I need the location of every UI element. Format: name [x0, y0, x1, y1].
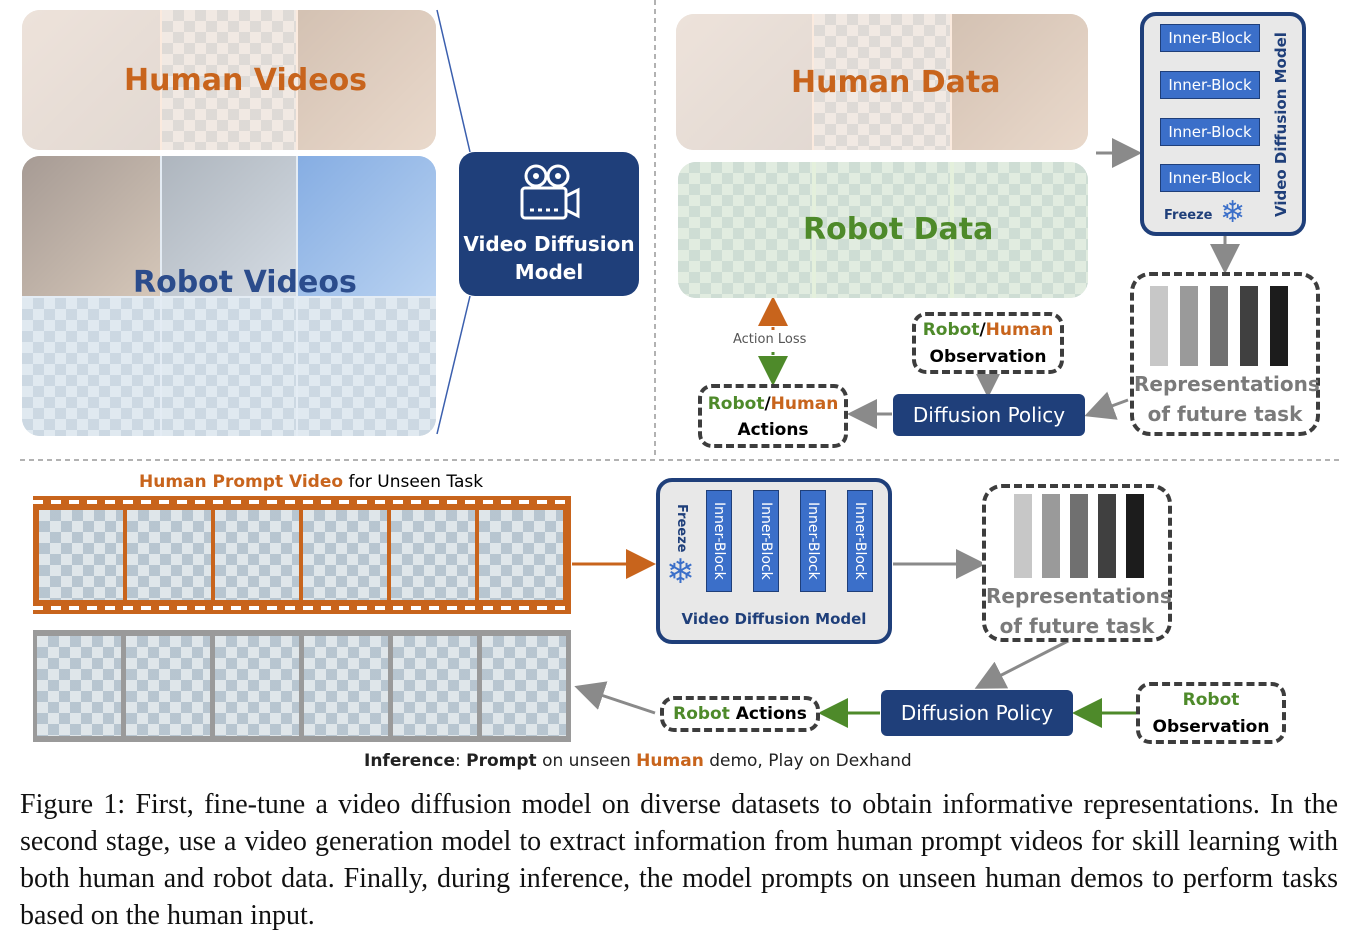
inference-caption: Inference: Prompt on unseen Human demo, … — [364, 751, 912, 771]
inference-human: Human — [636, 751, 704, 771]
robot-frame — [304, 636, 388, 736]
observation-sep: / — [979, 320, 986, 340]
representation-bar — [1098, 494, 1116, 578]
representation-bar — [1126, 494, 1144, 578]
observation-box-top: Robot/Human Observation — [912, 312, 1064, 374]
representations-box-top: Representations of future task — [1130, 272, 1320, 436]
vdm-label-line2: Model — [514, 260, 584, 284]
inner-block: Inner-Block — [847, 490, 873, 592]
inner-block: Inner-Block — [1160, 164, 1260, 192]
robot-frame — [126, 636, 210, 736]
actions-human: Human — [770, 394, 839, 414]
freeze-label: Freeze — [1164, 208, 1213, 223]
snowflake-icon: ❄ — [666, 552, 695, 592]
robot-observation-box: Robot Observation — [1136, 682, 1286, 744]
robot-frame — [393, 636, 477, 736]
inner-block: Inner-Block — [1160, 24, 1260, 52]
prompt-frame — [215, 510, 299, 600]
inner-block: Inner-Block — [1160, 118, 1260, 146]
actions-robot: Robot — [707, 394, 765, 414]
representations-box-bottom: Representations of future task — [982, 484, 1172, 642]
robot-execution-filmstrip — [33, 630, 571, 742]
prompt-title-highlight: Human Prompt Video — [139, 472, 344, 492]
human-prompt-filmstrip — [33, 496, 571, 614]
representations-line1: Representations — [1134, 372, 1320, 396]
vdm-vertical-label: Video Diffusion Model — [1272, 32, 1290, 218]
prompt-video-title: Human Prompt Video for Unseen Task — [139, 472, 483, 492]
robot-videos-label: Robot Videos — [133, 265, 357, 300]
human-videos-label: Human Videos — [124, 63, 368, 98]
robot-actions-box: Robot Actions — [660, 696, 820, 732]
video-diffusion-model-box: Video Diffusion Model — [459, 152, 639, 296]
prompt-frame — [303, 510, 387, 600]
robot-frame — [37, 636, 121, 736]
representations-line2-bottom: of future task — [999, 614, 1155, 638]
inference-label: Inference — [364, 751, 455, 771]
figure-caption: Figure 1: First, fine-tune a video diffu… — [20, 789, 1338, 931]
vdm-label-bottom: Video Diffusion Model — [681, 610, 867, 628]
representation-bar — [1042, 494, 1060, 578]
robot-actions-rest: Actions — [729, 704, 807, 724]
observation-human: Human — [985, 320, 1054, 340]
snowflake-icon: ❄ — [1220, 195, 1246, 230]
freeze-label-bottom: Freeze — [674, 504, 689, 553]
robot-frame — [482, 636, 566, 736]
human-data-label: Human Data — [791, 65, 1001, 100]
vdm-label-line1: Video Diffusion — [463, 232, 635, 256]
inner-block: Inner-Block — [753, 490, 779, 592]
inner-block: Inner-Block — [800, 490, 826, 592]
inner-block: Inner-Block — [706, 490, 732, 592]
action-loss-label: Action Loss — [733, 332, 807, 347]
prompt-frame — [391, 510, 475, 600]
prompt-title-rest: for Unseen Task — [343, 472, 484, 492]
representation-bar — [1070, 494, 1088, 578]
actions-line2: Actions — [737, 420, 809, 440]
representations-line2: of future task — [1147, 402, 1303, 426]
inner-block: Inner-Block — [1160, 71, 1260, 99]
representation-bar — [1180, 286, 1198, 366]
actions-line1: Robot/Human — [702, 394, 844, 414]
diffusion-policy-box-top: Diffusion Policy — [893, 394, 1085, 436]
actions-box-top: Robot/Human Actions — [698, 384, 848, 448]
representation-bar — [1270, 286, 1288, 366]
prompt-frame — [127, 510, 211, 600]
robot-frame — [215, 636, 299, 736]
representation-bar — [1210, 286, 1228, 366]
video-camera-icon — [520, 164, 580, 220]
robot-data-panel — [678, 162, 1088, 298]
robot-actions-robot: Robot — [673, 704, 730, 724]
representation-bar — [1150, 286, 1168, 366]
representation-bar — [1014, 494, 1032, 578]
actions-sep: / — [764, 394, 771, 414]
inference-prompt: Prompt — [466, 751, 537, 771]
human-data-panel — [676, 14, 1088, 150]
vdm-frozen-stack-top: Inner-Block Inner-Block Inner-Block Inne… — [1140, 12, 1306, 236]
representation-bar — [1240, 286, 1258, 366]
diffusion-policy-box-bottom: Diffusion Policy — [881, 690, 1073, 736]
inference-text-1: on unseen — [536, 751, 637, 771]
robot-observation-line2: Observation — [1152, 717, 1270, 737]
vdm-frozen-stack-bottom: Freeze ❄ Inner-Block Inner-Block Inner-B… — [656, 478, 892, 644]
human-videos-panel — [22, 10, 436, 150]
observation-line2: Observation — [929, 347, 1047, 367]
inference-sep: : — [454, 751, 467, 771]
robot-observation-line1: Robot — [1182, 690, 1240, 710]
robot-videos-panel — [22, 156, 436, 436]
representations-line1-bottom: Representations — [986, 584, 1172, 608]
robot-data-label: Robot Data — [803, 212, 994, 247]
inference-text-2: demo, Play on Dexhand — [703, 751, 912, 771]
observation-line1: Robot/Human — [916, 320, 1060, 340]
prompt-frame — [479, 510, 563, 600]
prompt-frame — [39, 510, 123, 600]
observation-robot: Robot — [922, 320, 980, 340]
